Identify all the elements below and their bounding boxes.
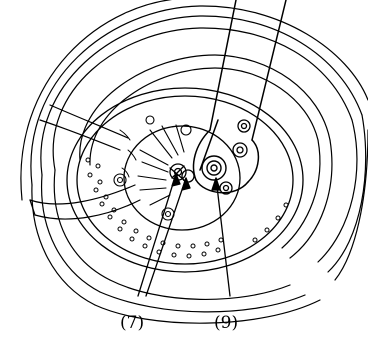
callout-9-label: (9) bbox=[214, 313, 238, 333]
disc-holes bbox=[85, 129, 289, 259]
tire bbox=[20, 0, 368, 324]
disc-carrier bbox=[113, 115, 192, 221]
leader-lines bbox=[137, 173, 231, 297]
brake-disc bbox=[66, 87, 304, 273]
callout-7-label: (7) bbox=[120, 313, 144, 333]
front-fork bbox=[192, 0, 287, 194]
axle-clamp-bolts bbox=[219, 119, 251, 195]
axle-nut bbox=[201, 155, 227, 181]
